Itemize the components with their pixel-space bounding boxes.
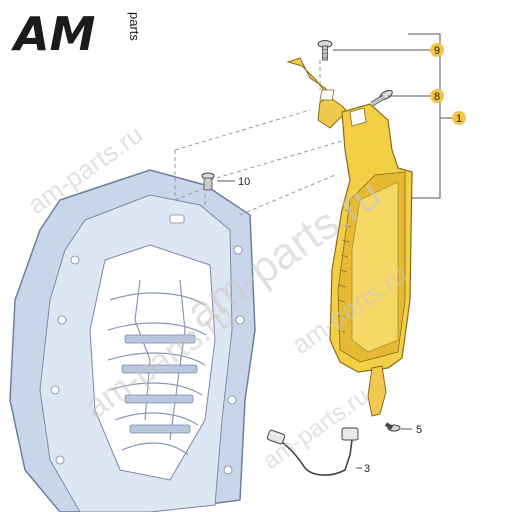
side-airbag-module (329, 103, 413, 417)
wiring-harness (266, 427, 359, 476)
svg-text:1: 1 (456, 113, 462, 125)
rivet-10 (201, 172, 215, 191)
svg-text:9: 9 (434, 45, 440, 57)
mounting-bracket (286, 57, 349, 129)
callout-3: 3 (364, 463, 370, 475)
svg-text:8: 8 (434, 91, 440, 103)
callout-10: 10 (238, 176, 250, 188)
seat-back-frame (9, 169, 256, 512)
callout-lines (217, 33, 452, 469)
screw-5 (384, 422, 401, 432)
callout-8: 8 (430, 89, 444, 103)
callout-1: 1 (452, 111, 466, 125)
logo-sub: parts (127, 12, 142, 41)
assembly-dashed-lines (174, 60, 381, 410)
screw-8 (370, 89, 393, 107)
callout-9: 9 (430, 43, 444, 57)
am-parts-logo: AM parts (11, 7, 142, 61)
callout-5: 5 (416, 424, 422, 436)
screw-9 (317, 40, 333, 61)
logo-brand: AM (11, 7, 95, 61)
